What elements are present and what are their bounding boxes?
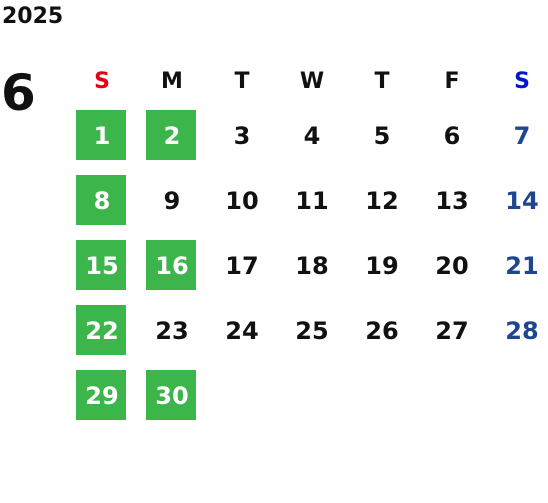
- day-cell: 14: [487, 168, 548, 233]
- day-number: 10: [225, 186, 259, 215]
- day-cell: 3: [207, 103, 277, 168]
- day-number: 11: [295, 186, 329, 215]
- day-number: 23: [155, 316, 189, 345]
- weekday-wednesday: W: [299, 69, 325, 94]
- day-number: 28: [505, 316, 539, 345]
- day-cell: 7: [487, 103, 548, 168]
- highlighted-day-cell: 30: [137, 363, 207, 428]
- calendar-month: 6: [1, 64, 36, 122]
- day-number: 22: [85, 316, 119, 345]
- weekday-saturday: S: [514, 69, 530, 94]
- calendar-year: 2025: [2, 4, 64, 29]
- day-number: 25: [295, 316, 329, 345]
- day-cell: 19: [347, 233, 417, 298]
- day-cell: 10: [207, 168, 277, 233]
- day-number: 12: [365, 186, 399, 215]
- day-number: 16: [155, 251, 189, 280]
- day-number: 29: [85, 381, 119, 410]
- day-number: 13: [435, 186, 469, 215]
- day-number: 27: [435, 316, 469, 345]
- day-number: 24: [225, 316, 259, 345]
- day-cell: 21: [487, 233, 548, 298]
- day-cell: 18: [277, 233, 347, 298]
- day-number: 6: [443, 121, 461, 150]
- day-cell: 5: [347, 103, 417, 168]
- highlighted-day-cell: 16: [137, 233, 207, 298]
- day-number: 15: [85, 251, 119, 280]
- day-cell: 13: [417, 168, 487, 233]
- day-number: 26: [365, 316, 399, 345]
- highlighted-day-cell: 1: [67, 103, 137, 168]
- day-cell: 28: [487, 298, 548, 363]
- weekday-sunday: S: [94, 69, 110, 94]
- day-cell: 25: [277, 298, 347, 363]
- weekday-friday: F: [444, 69, 460, 94]
- day-cell: 12: [347, 168, 417, 233]
- day-cell: 20: [417, 233, 487, 298]
- day-number: 21: [505, 251, 539, 280]
- day-number: 19: [365, 251, 399, 280]
- day-number: 30: [155, 381, 189, 410]
- day-number: 7: [513, 121, 531, 150]
- highlighted-day-cell: 8: [67, 168, 137, 233]
- day-number: 8: [93, 186, 111, 215]
- weekday-tuesday: T: [234, 69, 250, 94]
- day-number: 17: [225, 251, 259, 280]
- day-cell: 24: [207, 298, 277, 363]
- day-cell: 11: [277, 168, 347, 233]
- empty-day-cell: [487, 363, 548, 428]
- weekday-monday: M: [161, 69, 183, 94]
- day-number: 9: [163, 186, 181, 215]
- weekday-thursday: T: [374, 69, 390, 94]
- day-number: 2: [163, 121, 181, 150]
- day-cell: 4: [277, 103, 347, 168]
- highlighted-day-cell: 2: [137, 103, 207, 168]
- day-cell: 26: [347, 298, 417, 363]
- day-number: 4: [303, 121, 321, 150]
- day-number: 18: [295, 251, 329, 280]
- empty-day-cell: [277, 363, 347, 428]
- empty-day-cell: [347, 363, 417, 428]
- highlighted-day-cell: 22: [67, 298, 137, 363]
- empty-day-cell: [417, 363, 487, 428]
- day-cell: 9: [137, 168, 207, 233]
- day-cell: 17: [207, 233, 277, 298]
- day-number: 20: [435, 251, 469, 280]
- highlighted-day-cell: 29: [67, 363, 137, 428]
- day-cell: 27: [417, 298, 487, 363]
- empty-day-cell: [207, 363, 277, 428]
- day-cell: 6: [417, 103, 487, 168]
- day-number: 3: [233, 121, 251, 150]
- day-number: 14: [505, 186, 539, 215]
- highlighted-day-cell: 15: [67, 233, 137, 298]
- day-cell: 23: [137, 298, 207, 363]
- day-number: 5: [373, 121, 391, 150]
- day-number: 1: [93, 121, 111, 150]
